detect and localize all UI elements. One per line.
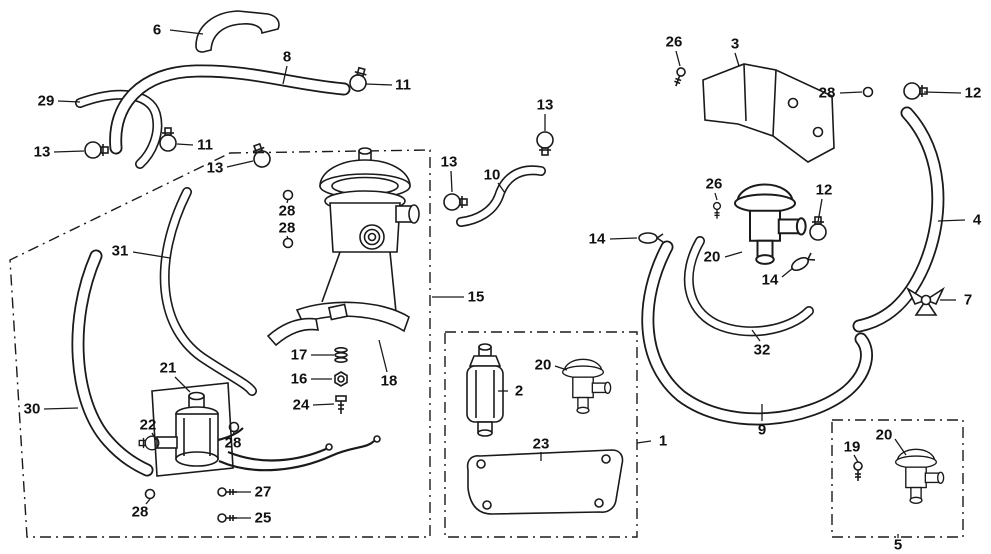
bracket-6 <box>195 10 280 53</box>
clamp-13-hose10-top <box>536 131 554 156</box>
leader-lines <box>43 29 966 538</box>
spring-17 <box>334 346 348 363</box>
clip-14-right <box>788 251 817 274</box>
hose-8 <box>109 64 351 155</box>
region-outline-main <box>9 149 431 538</box>
valve-20-box5 <box>894 448 945 504</box>
clamp-13-left <box>84 141 109 159</box>
valve-20-right <box>734 183 807 265</box>
hose-31 <box>159 187 257 396</box>
clip-14-left <box>638 232 664 244</box>
clamp-13-mid <box>248 141 274 171</box>
fuel-filter-2 <box>466 343 504 437</box>
hose-9 <box>641 240 873 426</box>
plate-23 <box>466 449 624 515</box>
hose-4 <box>852 106 945 333</box>
ring-28-b <box>282 237 294 249</box>
clamp-12-topright <box>903 82 928 100</box>
clamp-11-left <box>159 127 177 152</box>
small-parts <box>144 66 874 523</box>
bolt-24 <box>335 395 347 414</box>
clamp-13-hose10-side <box>443 193 468 211</box>
clamp-11-top <box>347 65 371 94</box>
ring-28-d <box>144 488 156 500</box>
ring-28-e <box>862 86 874 98</box>
screw-26-mid <box>712 201 722 220</box>
hose-10 <box>456 165 546 227</box>
screw-26-top <box>671 66 687 89</box>
valve-20-box1 <box>561 358 612 414</box>
bracket-18 <box>266 301 410 347</box>
nut-16 <box>334 371 348 387</box>
bolt-19 <box>853 461 863 482</box>
grommet-7 <box>906 286 945 316</box>
bracket-3 <box>702 63 835 163</box>
hose-29 <box>75 89 163 169</box>
hose-30 <box>71 249 154 477</box>
valve-15 <box>319 147 420 313</box>
ring-28-a <box>282 189 294 201</box>
clamp-22 <box>138 435 160 451</box>
hose-32 <box>683 236 814 337</box>
valve-21-assembly <box>151 382 381 477</box>
subassembly-box-1 <box>444 331 638 538</box>
subassembly-box-5 <box>831 419 964 538</box>
